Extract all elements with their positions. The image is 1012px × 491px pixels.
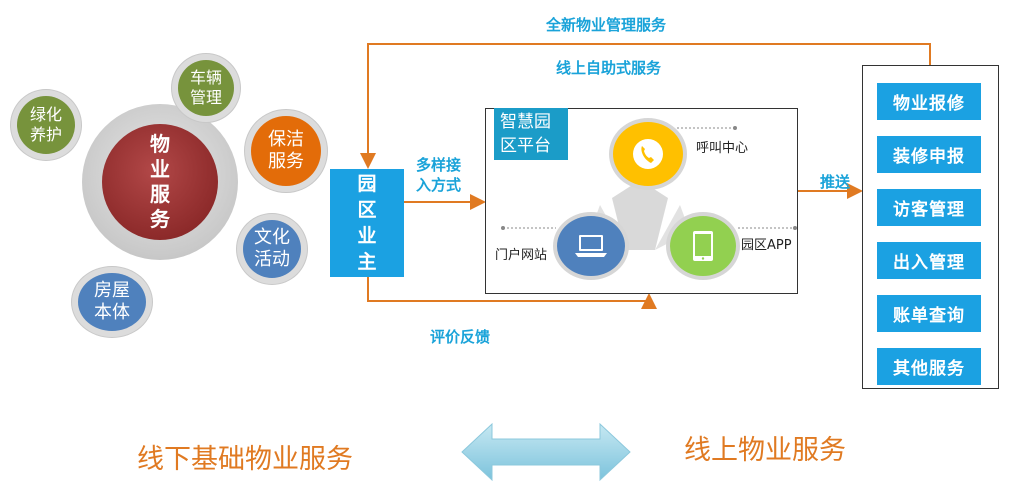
call-center-node (613, 122, 683, 186)
new-service-line (360, 43, 931, 169)
app-label: 园区APP (741, 238, 792, 253)
push-label: 推送 (820, 173, 851, 191)
feedback-label: 评价反馈 (430, 328, 491, 346)
park-owner-box: 园区业主 (330, 169, 404, 277)
satellite-cleaning: 保洁 服务 (251, 116, 321, 186)
call-center-label: 呼叫中心 (696, 141, 749, 156)
service-visitor: 访客管理 (877, 189, 981, 226)
portal-node (557, 216, 625, 276)
phone-icon (633, 139, 663, 169)
access-label: 多样接 入方式 (416, 156, 462, 194)
portal-label: 门户网站 (495, 248, 548, 263)
self-service-label: 线上自助式服务 (556, 59, 662, 77)
satellite-vehicle: 车辆 管理 (178, 60, 234, 116)
app-node (670, 216, 736, 276)
property-service-hub: 物业服务 (102, 124, 218, 240)
platform-title: 智慧园 区平台 (494, 108, 568, 160)
satellite-greening: 绿化 养护 (17, 96, 75, 154)
double-arrow (461, 422, 631, 482)
service-access: 出入管理 (877, 242, 981, 279)
service-repair: 物业报修 (877, 83, 981, 120)
satellite-culture: 文化 活动 (243, 220, 301, 278)
service-renovation: 装修申报 (877, 136, 981, 173)
laptop-icon (575, 235, 607, 257)
offline-service-label: 线下基础物业服务 (137, 444, 353, 475)
online-service-label: 线上物业服务 (684, 435, 846, 466)
hub-title: 物业服务 (150, 132, 170, 231)
satellite-housing: 房屋 本体 (78, 273, 146, 331)
owner-label: 园区业主 (357, 173, 377, 273)
feedback-line (367, 277, 657, 309)
new-service-label: 全新物业管理服务 (546, 16, 667, 34)
service-other: 其他服务 (877, 348, 981, 385)
service-billing: 账单查询 (877, 295, 981, 332)
tablet-icon (693, 231, 713, 261)
